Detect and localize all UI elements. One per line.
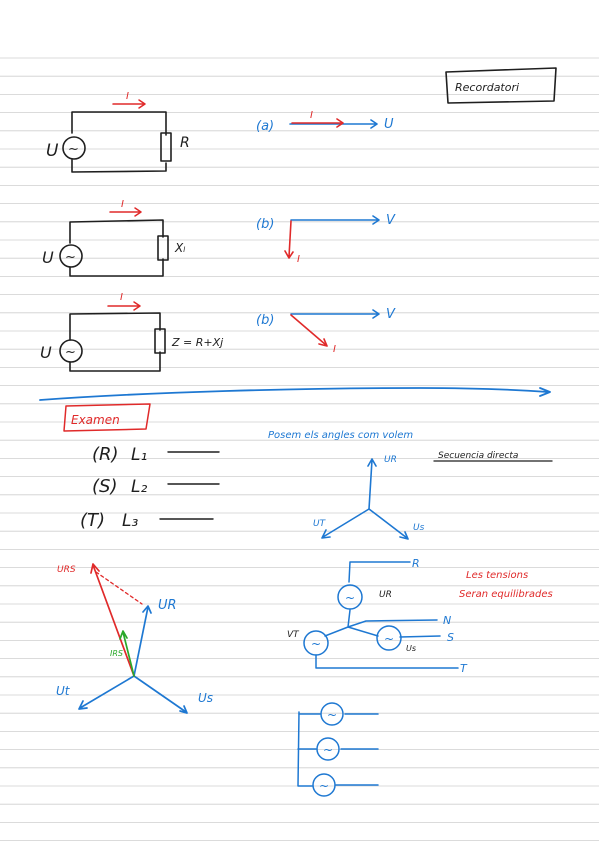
current-phasor-arrow bbox=[290, 314, 328, 347]
phase-star-diagram: UR Us UT bbox=[313, 455, 425, 540]
line-phase: (T) bbox=[80, 510, 105, 531]
current-label: I bbox=[297, 254, 300, 265]
element-label: R bbox=[180, 135, 190, 151]
section-divider bbox=[39, 387, 551, 401]
source-s-icon bbox=[376, 625, 402, 651]
source-icon bbox=[312, 773, 336, 797]
circuit-b: ~ U Xₗ I bbox=[42, 199, 185, 277]
current-label: I bbox=[120, 292, 123, 303]
voltage-label: U bbox=[384, 117, 394, 132]
exam-title: Examen bbox=[71, 413, 120, 427]
page-title: Recordatori bbox=[455, 81, 519, 94]
ruled-lines bbox=[0, 57, 599, 841]
source-wave-icon: ~ bbox=[65, 250, 76, 265]
source-ladder: ~ ~ ~ bbox=[297, 702, 379, 797]
diagram-label: (a) bbox=[256, 119, 274, 134]
phasor-label-irs: IRS bbox=[110, 649, 123, 658]
voltage-phasor-arrow bbox=[290, 309, 380, 319]
current-label: I bbox=[126, 91, 129, 102]
source-wave-icon: ~ bbox=[384, 632, 394, 646]
phasor-label-urs: URS bbox=[57, 565, 76, 575]
net-label-s: S bbox=[447, 631, 454, 644]
line-list: (R) L₁ (S) L₂ (T) L₃ bbox=[80, 444, 220, 531]
voltage-source-icon bbox=[59, 244, 83, 268]
element-label: Xₗ bbox=[174, 241, 185, 255]
impedance-icon bbox=[154, 328, 166, 354]
source-wave-icon: ~ bbox=[311, 637, 321, 651]
element-label: Z = R+Xj bbox=[171, 336, 224, 349]
net-label-us: Us bbox=[406, 644, 416, 653]
inductor-icon bbox=[157, 235, 169, 261]
net-label-ur: UR bbox=[379, 590, 392, 600]
voltage-label: U bbox=[40, 343, 52, 362]
source-wave-icon: ~ bbox=[323, 743, 333, 757]
source-r-icon bbox=[337, 584, 363, 610]
current-phasor-arrow bbox=[291, 118, 344, 128]
star-label-t: UT bbox=[313, 519, 327, 529]
voltage-phasor-arrow bbox=[289, 119, 378, 129]
note-balanced-line2: Seran equilibrades bbox=[459, 589, 553, 600]
line-name: L₂ bbox=[131, 477, 147, 497]
diagram-label: (b) bbox=[256, 313, 274, 328]
voltage-phasor-arrow bbox=[290, 215, 380, 225]
source-wave-icon: ~ bbox=[68, 142, 79, 157]
three-phase-network: ~ ~ ~ R N S T UR VT Us bbox=[287, 557, 468, 675]
diagram-label: (b) bbox=[256, 217, 274, 232]
star-label-r: UR bbox=[384, 455, 397, 465]
resistor-icon bbox=[160, 132, 172, 162]
phasor-diagram-a: (a) I U bbox=[256, 110, 394, 134]
title-box: Recordatori bbox=[445, 67, 557, 104]
current-arrow-icon bbox=[112, 99, 146, 109]
note-sequence: Secuencia directa bbox=[438, 451, 518, 461]
source-icon bbox=[316, 737, 340, 761]
source-wave-icon: ~ bbox=[345, 591, 355, 605]
voltage-phasor-diagram: URS IRS UR Us Ut bbox=[56, 563, 213, 714]
voltage-label: U bbox=[42, 248, 54, 267]
phasor-diagram-c: (b) I V bbox=[256, 307, 396, 355]
phasor-label-us: Us bbox=[198, 691, 213, 705]
exam-title-box: Examen bbox=[63, 403, 151, 432]
current-label: I bbox=[310, 110, 313, 121]
voltage-label: V bbox=[386, 213, 396, 228]
voltage-label: V bbox=[386, 307, 396, 322]
current-label: I bbox=[121, 199, 124, 210]
source-wave-icon: ~ bbox=[319, 779, 329, 793]
line-name: L₃ bbox=[122, 511, 138, 531]
voltage-source-icon bbox=[59, 339, 83, 363]
source-wave-icon: ~ bbox=[65, 345, 76, 360]
circuit-c: ~ U Z = R+Xj I bbox=[40, 292, 224, 372]
net-label-ut: VT bbox=[287, 630, 300, 640]
phasor-label-ur: UR bbox=[158, 598, 177, 613]
phasor-label-ut: Ut bbox=[56, 684, 71, 698]
circuit-a: ~ U R I bbox=[46, 91, 190, 173]
note-angles: Posem els angles com volem bbox=[268, 430, 413, 441]
phasor-diagram-b: (b) I V bbox=[256, 213, 396, 265]
current-arrow-icon bbox=[107, 301, 141, 311]
line-phase: (R) bbox=[92, 444, 119, 465]
star-label-s: Us bbox=[413, 523, 425, 533]
voltage-label: U bbox=[46, 141, 59, 161]
source-wave-icon: ~ bbox=[327, 708, 337, 722]
current-arrow-icon bbox=[109, 207, 142, 217]
net-label-t: T bbox=[460, 662, 468, 675]
voltage-source-icon bbox=[62, 136, 86, 160]
net-label-n: N bbox=[443, 614, 451, 627]
net-label-r: R bbox=[412, 557, 420, 570]
line-name: L₁ bbox=[131, 445, 147, 465]
line-phase: (S) bbox=[92, 476, 117, 497]
note-balanced-line1: Les tensions bbox=[466, 570, 528, 581]
current-label: I bbox=[333, 344, 336, 355]
current-phasor-arrow bbox=[284, 220, 294, 259]
source-icon bbox=[320, 702, 344, 726]
